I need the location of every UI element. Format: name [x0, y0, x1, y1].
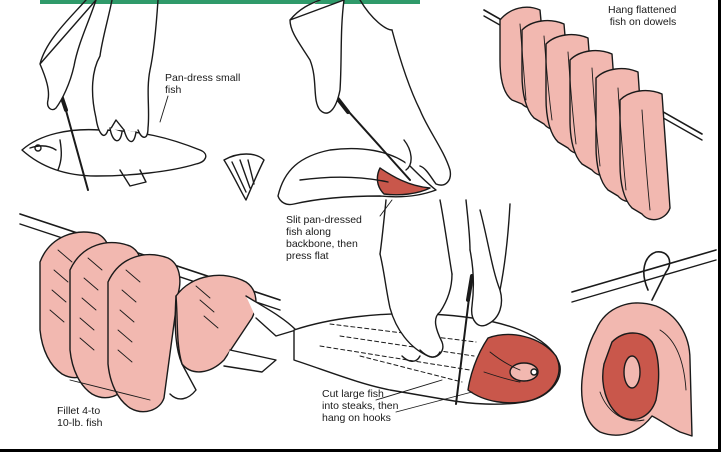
fillet-panel: [20, 214, 296, 412]
hook-panel: [572, 250, 716, 436]
fish-tail: [224, 154, 264, 200]
fillet-4: [175, 275, 256, 372]
small-fish: [22, 130, 206, 176]
fillet-3: [108, 255, 180, 412]
steak-panel: [294, 200, 560, 412]
right-hand: [93, 0, 158, 142]
cut-steaks-label: Cut large fish into steaks, then hang on…: [322, 388, 399, 424]
pan-dress-panel: [22, 0, 264, 200]
hang-flattened-label: Hang flattened fish on dowels: [608, 4, 677, 28]
flattened-fish-slit: [278, 149, 436, 205]
slit-label: Slit pan-dressed fish along backbone, th…: [286, 214, 362, 262]
fillet-label: Fillet 4-to 10-lb. fish: [57, 405, 103, 429]
pan-dress-label: Pan-dress small fish: [165, 72, 241, 96]
dowel-panel: [484, 7, 702, 219]
hook: [644, 252, 670, 300]
title-strip: [40, 0, 420, 4]
left-hand: [40, 0, 96, 110]
slit-panel: [278, 0, 450, 205]
